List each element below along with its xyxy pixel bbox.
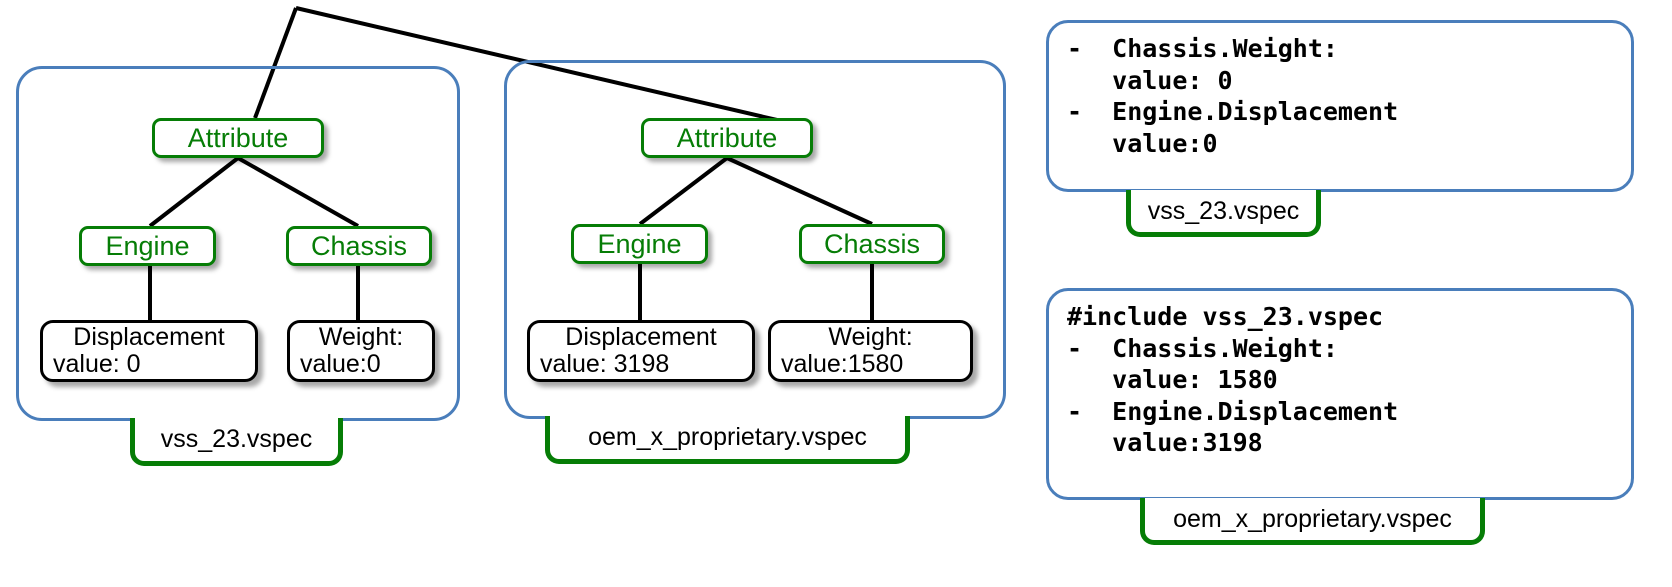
leaf-title: Displacement	[565, 323, 717, 352]
leaf-title: Weight:	[318, 323, 404, 352]
code-line: value: 0	[1067, 65, 1233, 95]
node-label: Attribute	[676, 122, 778, 153]
leaf-weight-vss23[interactable]: Weight: value:0	[287, 320, 435, 382]
file-tab-label: oem_x_proprietary.vspec	[588, 423, 867, 451]
code-line: - Engine.Displacement	[1067, 396, 1399, 426]
file-tab-label: vss_23.vspec	[160, 425, 313, 453]
node-label: Engine	[105, 230, 190, 261]
node-label: Chassis	[310, 230, 408, 261]
code-line: - Chassis.Weight:	[1067, 333, 1338, 363]
code-line: value:0	[1067, 128, 1218, 158]
file-tab-label: vss_23.vspec	[1147, 196, 1300, 225]
leaf-value: value: 3198	[540, 349, 670, 378]
leaf-weight-oem[interactable]: Weight: value:1580	[768, 320, 973, 382]
file-tab-vss23[interactable]: vss_23.vspec	[130, 418, 343, 466]
node-engine-oem[interactable]: Engine	[571, 224, 708, 264]
code-line: - Chassis.Weight:	[1067, 34, 1338, 63]
code-line: - Engine.Displacement	[1067, 97, 1399, 126]
node-label: Engine	[597, 228, 682, 259]
leaf-displacement-vss23[interactable]: Displacement value: 0	[40, 320, 258, 382]
leaf-value: value:0	[300, 349, 381, 378]
file-tab-code-vss23[interactable]: vss_23.vspec	[1126, 190, 1321, 237]
node-label: Attribute	[187, 122, 289, 153]
code-panel-oem[interactable]: #include vss_23.vspec - Chassis.Weight: …	[1046, 288, 1634, 500]
file-tab-label: oem_x_proprietary.vspec	[1173, 504, 1452, 533]
leaf-value: value: 0	[53, 349, 141, 378]
leaf-title: Weight:	[828, 323, 913, 352]
code-line: #include vss_23.vspec	[1067, 302, 1384, 331]
node-label: Chassis	[823, 228, 921, 259]
code-panel-vss23[interactable]: - Chassis.Weight: value: 0 - Engine.Disp…	[1046, 20, 1634, 192]
node-chassis-oem[interactable]: Chassis	[799, 224, 945, 264]
code-line: value:3198	[1067, 428, 1263, 457]
node-chassis-vss23[interactable]: Chassis	[286, 226, 432, 266]
node-engine-vss23[interactable]: Engine	[79, 226, 216, 266]
leaf-value: value:1580	[781, 349, 904, 378]
file-tab-oem[interactable]: oem_x_proprietary.vspec	[545, 416, 910, 464]
leaf-displacement-oem[interactable]: Displacement value: 3198	[527, 320, 755, 382]
node-attribute-oem[interactable]: Attribute	[641, 118, 813, 158]
code-line: value: 1580	[1067, 365, 1278, 394]
leaf-title: Displacement	[73, 323, 225, 352]
file-tab-code-oem[interactable]: oem_x_proprietary.vspec	[1140, 498, 1485, 545]
node-attribute-vss23[interactable]: Attribute	[152, 118, 324, 158]
